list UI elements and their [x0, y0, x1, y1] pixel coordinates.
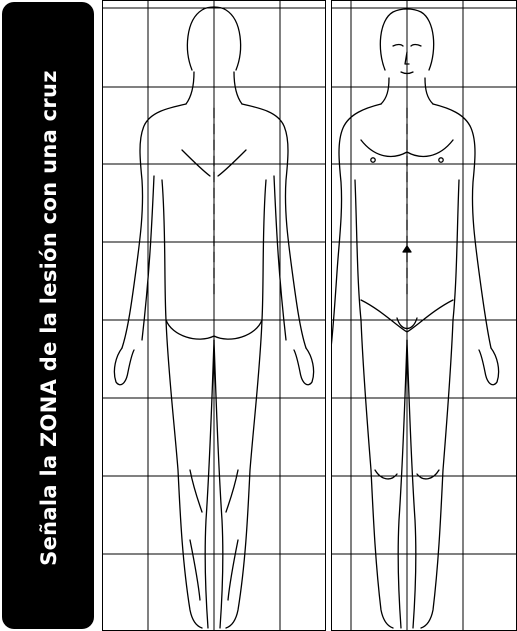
back-view-drawing[interactable] [102, 0, 326, 631]
front-view-grid [331, 0, 517, 631]
back-view-grid [102, 0, 326, 631]
front-body-outline [331, 9, 499, 628]
instruction-text: Señala la ZONA de la lesión con una cruz [37, 70, 61, 566]
front-view-figure[interactable] [331, 0, 517, 631]
back-view-figure[interactable] [102, 0, 326, 631]
front-view-drawing[interactable] [331, 0, 517, 631]
instruction-banner: Señala la ZONA de la lesión con una cruz [2, 2, 94, 629]
